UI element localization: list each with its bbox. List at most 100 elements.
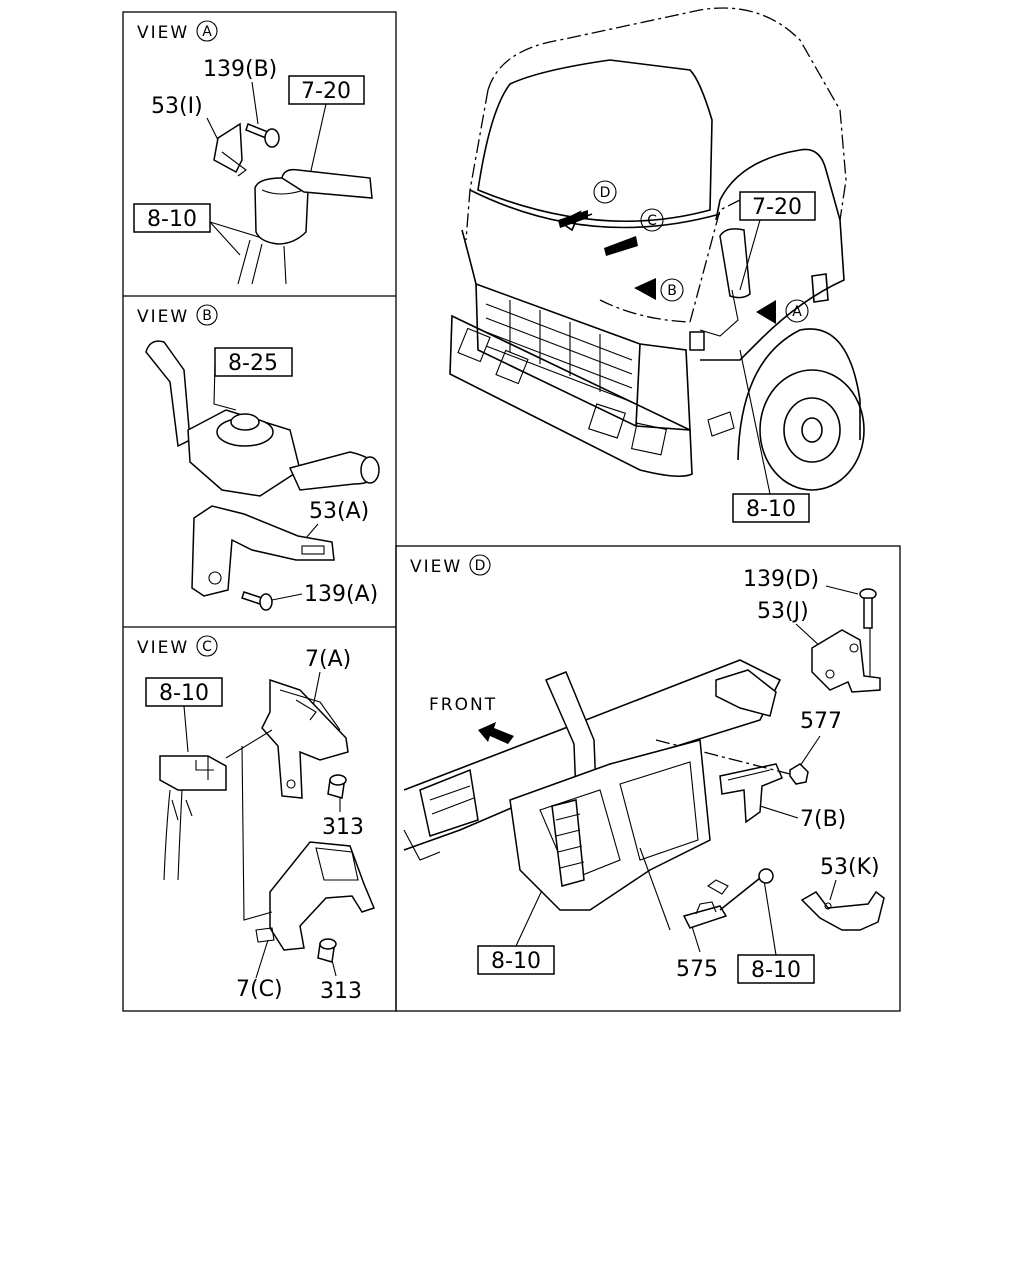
view-d-letter: D	[475, 558, 486, 574]
label-313-top: 313	[322, 815, 364, 840]
label-8-10-c: 8-10	[159, 681, 209, 706]
bolt-139a-icon	[241, 591, 273, 611]
label-7-20-truck: 7-20	[752, 195, 802, 220]
arrow-b-letter: B	[667, 283, 677, 299]
combination-switch-icon	[145, 340, 380, 497]
label-139d: 139(D)	[743, 567, 819, 592]
view-c-title: VIEW	[137, 638, 189, 658]
label-8-10-a: 8-10	[147, 207, 197, 232]
label-139b: 139(B)	[203, 57, 277, 82]
arrow-b-circle	[660, 278, 684, 302]
label-53j: 53(J)	[757, 599, 809, 624]
leader-7c	[255, 939, 269, 979]
label-575: 575	[676, 957, 718, 982]
view-c-panel: VIEW C 7(A) 8-10 313 7(C) 313	[137, 635, 376, 1004]
view-arrows	[558, 210, 776, 324]
label-313-bottom: 313	[320, 979, 362, 1004]
label-8-10-d-left: 8-10	[491, 949, 541, 974]
bolt-icon	[245, 123, 280, 148]
windshield	[477, 59, 713, 223]
view-d-title: VIEW	[410, 557, 462, 577]
arrow-c-letter: C	[647, 213, 657, 229]
box-8-10-d-right	[737, 954, 815, 984]
leader-577	[799, 735, 821, 767]
arrow-a-icon	[756, 300, 776, 324]
box-7-20-a	[288, 75, 365, 105]
bolt-139d-icon	[859, 588, 877, 676]
view-a-circle	[196, 20, 218, 42]
truck-bumper	[449, 314, 693, 478]
leader-7-20-truck	[739, 219, 761, 291]
view-c-letter: C	[202, 639, 212, 655]
leader-7b	[759, 805, 799, 819]
box-8-10-d-left	[477, 945, 555, 975]
bracket-7a-icon	[261, 678, 349, 799]
view-a-letter: A	[202, 24, 212, 40]
label-8-25: 8-25	[228, 351, 278, 376]
leader-8-25	[213, 363, 237, 411]
label-7c: 7(C)	[236, 977, 283, 1002]
door-handle	[811, 273, 829, 303]
label-53a: 53(A)	[309, 499, 369, 524]
truck-cab-illustration: D C B A 7-20 8-10	[449, 7, 865, 523]
truck-door	[700, 148, 845, 361]
clip-575-icon	[682, 868, 774, 929]
label-8-10-truck: 8-10	[746, 497, 796, 522]
label-7-20-a: 7-20	[301, 79, 351, 104]
arrow-c-circle	[640, 208, 664, 232]
truck-grille	[475, 282, 641, 428]
label-7b: 7(B)	[800, 807, 846, 832]
arrow-d-letter: D	[600, 185, 611, 201]
bracket-53a-icon	[191, 505, 335, 597]
view-d-panel: VIEW D 139(D) 53(J) FRONT 577 7(B) 53(K)…	[403, 554, 885, 984]
bracket-53k-icon	[800, 890, 885, 931]
front-arrow-icon	[478, 722, 514, 744]
view-d-circle	[469, 554, 491, 576]
view-a-panel: VIEW A 139(B) 53(I) 7-20 8-10	[133, 20, 373, 285]
box-8-10-c	[145, 677, 223, 707]
nut-577-icon	[789, 763, 809, 785]
leader-139d	[825, 585, 859, 595]
left-panels-frame	[122, 11, 397, 1012]
box-8-10-a	[133, 203, 211, 233]
box-8-25	[214, 347, 293, 377]
leader-139b	[251, 81, 259, 125]
label-front: FRONT	[429, 695, 497, 715]
view-b-panel: VIEW B 8-25 53(A) 139(A)	[137, 304, 380, 611]
label-577: 577	[800, 709, 842, 734]
front-fender	[737, 328, 861, 461]
label-7a: 7(A)	[305, 647, 351, 672]
arrow-c-icon	[604, 236, 638, 256]
arrow-a-circle	[785, 299, 809, 323]
leader-53k	[829, 879, 837, 901]
leader-7-20-a	[309, 103, 327, 176]
bracket-icon	[213, 122, 243, 174]
dashboard-structure	[403, 659, 782, 931]
view-b-letter: B	[202, 308, 212, 324]
view-a-title: VIEW	[137, 23, 189, 43]
view-d-frame	[395, 545, 901, 1012]
harness-connector-icon	[159, 755, 227, 881]
label-53k: 53(K)	[820, 855, 880, 880]
view-b-circle	[196, 304, 218, 326]
arrow-a-letter: A	[792, 304, 802, 320]
bolt-313-bottom-icon	[317, 938, 337, 963]
label-53i: 53(I)	[151, 94, 203, 119]
leader-8-10-c	[183, 705, 189, 753]
box-8-10-truck	[732, 493, 810, 523]
label-139a: 139(A)	[304, 582, 378, 607]
arrow-d-circle	[593, 180, 617, 204]
front-wheel	[759, 369, 865, 491]
leader-313-bottom	[331, 959, 337, 977]
leader-8-10-truck	[739, 349, 771, 495]
view-b-title: VIEW	[137, 307, 189, 327]
label-8-10-d-right: 8-10	[751, 958, 801, 983]
bracket-53j-icon	[811, 629, 881, 693]
leader-8-10-d-right	[763, 879, 777, 956]
connector-icon	[237, 168, 373, 285]
bolt-313-top-icon	[327, 774, 347, 799]
leader-8-10-a	[209, 221, 263, 256]
view-c-circle	[196, 635, 218, 657]
leader-139a	[271, 593, 303, 601]
